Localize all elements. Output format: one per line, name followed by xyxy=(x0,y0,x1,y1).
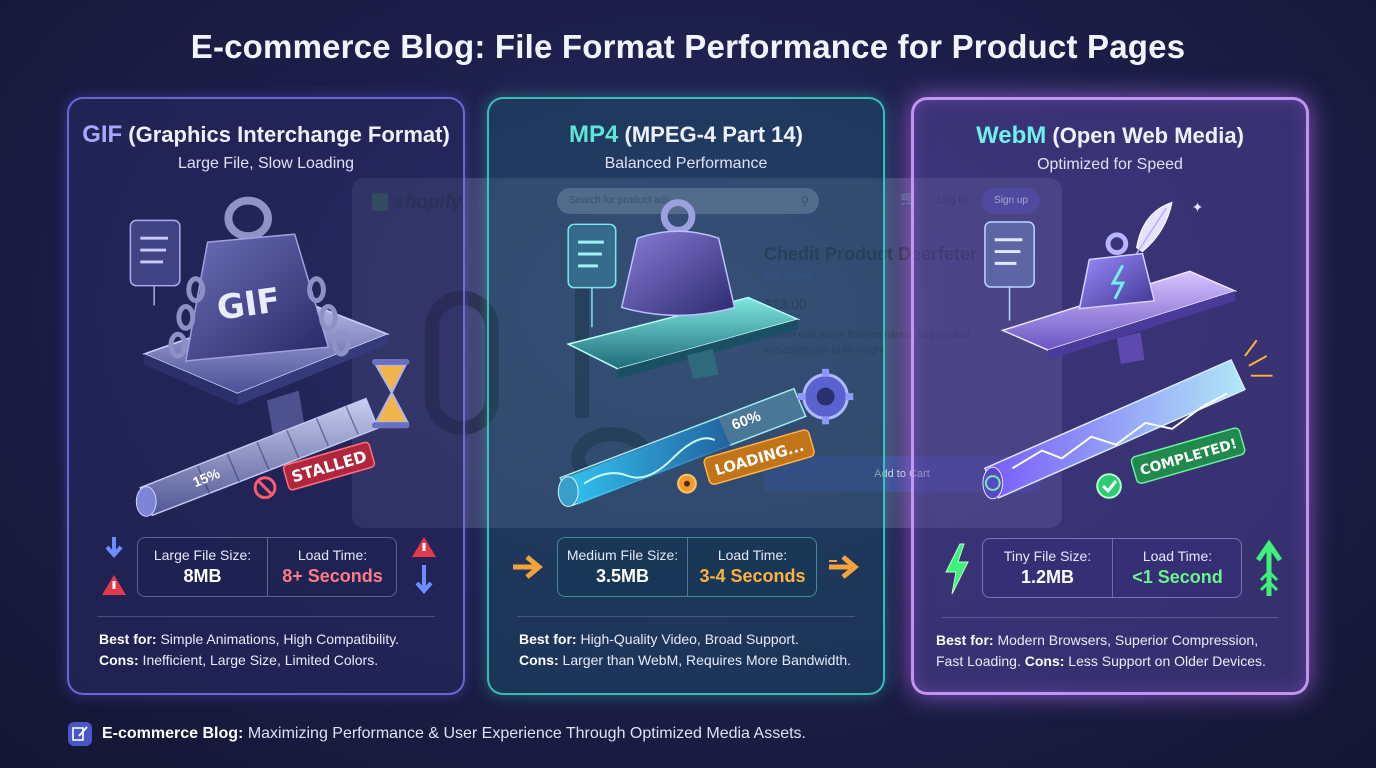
svg-text:✦: ✦ xyxy=(1192,200,1204,215)
file-size-value: 8MB xyxy=(183,566,222,586)
svg-text:GIF: GIF xyxy=(214,280,282,327)
load-time-label: Load Time: xyxy=(1142,548,1213,564)
card-heading: GIF (Graphics Interchange Format) xyxy=(82,121,450,148)
loading-progress-tube: 60% xyxy=(557,387,807,507)
load-time-label: Load Time: xyxy=(297,547,368,563)
stalled-progress-tube: 15% xyxy=(135,397,379,517)
page-title: E-commerce Blog: File Format Performance… xyxy=(190,28,1186,65)
mp4-stats-panel: Medium File Size: 3.5MB Load Time: 3-4 Sec… xyxy=(557,537,817,597)
file-size-value: 1.2MB xyxy=(1020,567,1074,587)
up-arrow-icon xyxy=(1255,539,1283,596)
document-icon xyxy=(567,223,617,328)
file-size-label: Large File Size: xyxy=(153,547,252,563)
completed-progress-tube xyxy=(982,339,1273,500)
mp4-illustration: 60% LOADING... xyxy=(557,199,854,507)
warning-down-arrow-icon xyxy=(412,537,436,595)
heavy-weight-icon: GIF xyxy=(184,196,330,362)
search-icon: ⚲ xyxy=(800,194,809,208)
medium-weight-icon xyxy=(620,199,736,317)
prohibited-icon xyxy=(253,476,277,500)
lightning-bolt-icon xyxy=(945,543,969,595)
check-circle-icon xyxy=(1096,473,1122,499)
chain-icon xyxy=(168,276,351,359)
document-icon xyxy=(984,221,1035,321)
footer-caption: E-commerce Blog: Maximizing Performance … xyxy=(68,721,806,747)
gear-icon xyxy=(797,368,854,425)
backdrop-product-link: Kid Screw xyxy=(764,270,814,282)
divider xyxy=(97,616,435,617)
right-arrow-icon xyxy=(513,555,543,579)
backdrop-description: Parleet with eenor ffalcoce hanoie and p… xyxy=(764,330,971,356)
webm-summary: Best for: Modern Browsers, Superior Comp… xyxy=(936,632,1266,669)
feather-icon: ✦ xyxy=(1135,200,1204,254)
gif-illustration: GIF 15% STALLED xyxy=(129,196,410,517)
load-time-value: <1 Second xyxy=(1132,567,1223,587)
card-heading: MP4 (MPEG-4 Part 14) xyxy=(569,121,803,148)
load-time-value: 3-4 Seconds xyxy=(699,566,806,586)
backdrop-price: $23.00 xyxy=(764,296,807,312)
webm-stats-panel: Tiny File Size: 1.2MB Load Time: <1 Second xyxy=(982,538,1242,598)
light-weight-icon xyxy=(1078,232,1156,310)
blog-edit-icon xyxy=(68,721,92,746)
hourglass-icon xyxy=(371,358,410,429)
webm-illustration: ✦ COMPLETED! xyxy=(982,200,1273,500)
down-arrow-warning-icon xyxy=(102,537,126,595)
small-gear-icon xyxy=(677,473,697,494)
gif-card: GIF (Graphics Interchange Format) Large … xyxy=(67,97,465,695)
webm-card: WebM (Open Web Media) Optimized for Spee… xyxy=(911,97,1309,695)
mp4-summary: Best for: High-Quality Video, Broad Supp… xyxy=(519,631,852,668)
card-subtitle: Large File, Slow Loading xyxy=(177,155,355,172)
divider xyxy=(517,616,855,617)
card-heading: WebM (Open Web Media) xyxy=(976,122,1244,149)
fast-right-arrow-icon xyxy=(829,555,859,579)
gif-summary: Best for: Simple Animations, High Compat… xyxy=(99,631,400,668)
file-size-label: Medium File Size: xyxy=(566,547,679,563)
card-subtitle: Optimized for Speed xyxy=(1037,156,1183,173)
document-icon xyxy=(129,219,181,306)
divider xyxy=(942,617,1278,618)
gif-stats-panel: Large File Size: 8MB Load Time: 8+ Seconds xyxy=(137,537,397,597)
file-size-label: Tiny File Size: xyxy=(1003,548,1092,564)
completed-badge: COMPLETED! xyxy=(1130,427,1246,485)
file-size-value: 3.5MB xyxy=(595,566,649,586)
mp4-card: MP4 (MPEG-4 Part 14) Balanced Performanc… xyxy=(487,97,885,695)
card-subtitle: Balanced Performance xyxy=(604,155,768,172)
load-time-value: 8+ Seconds xyxy=(282,566,383,586)
load-time-label: Load Time: xyxy=(717,547,788,563)
